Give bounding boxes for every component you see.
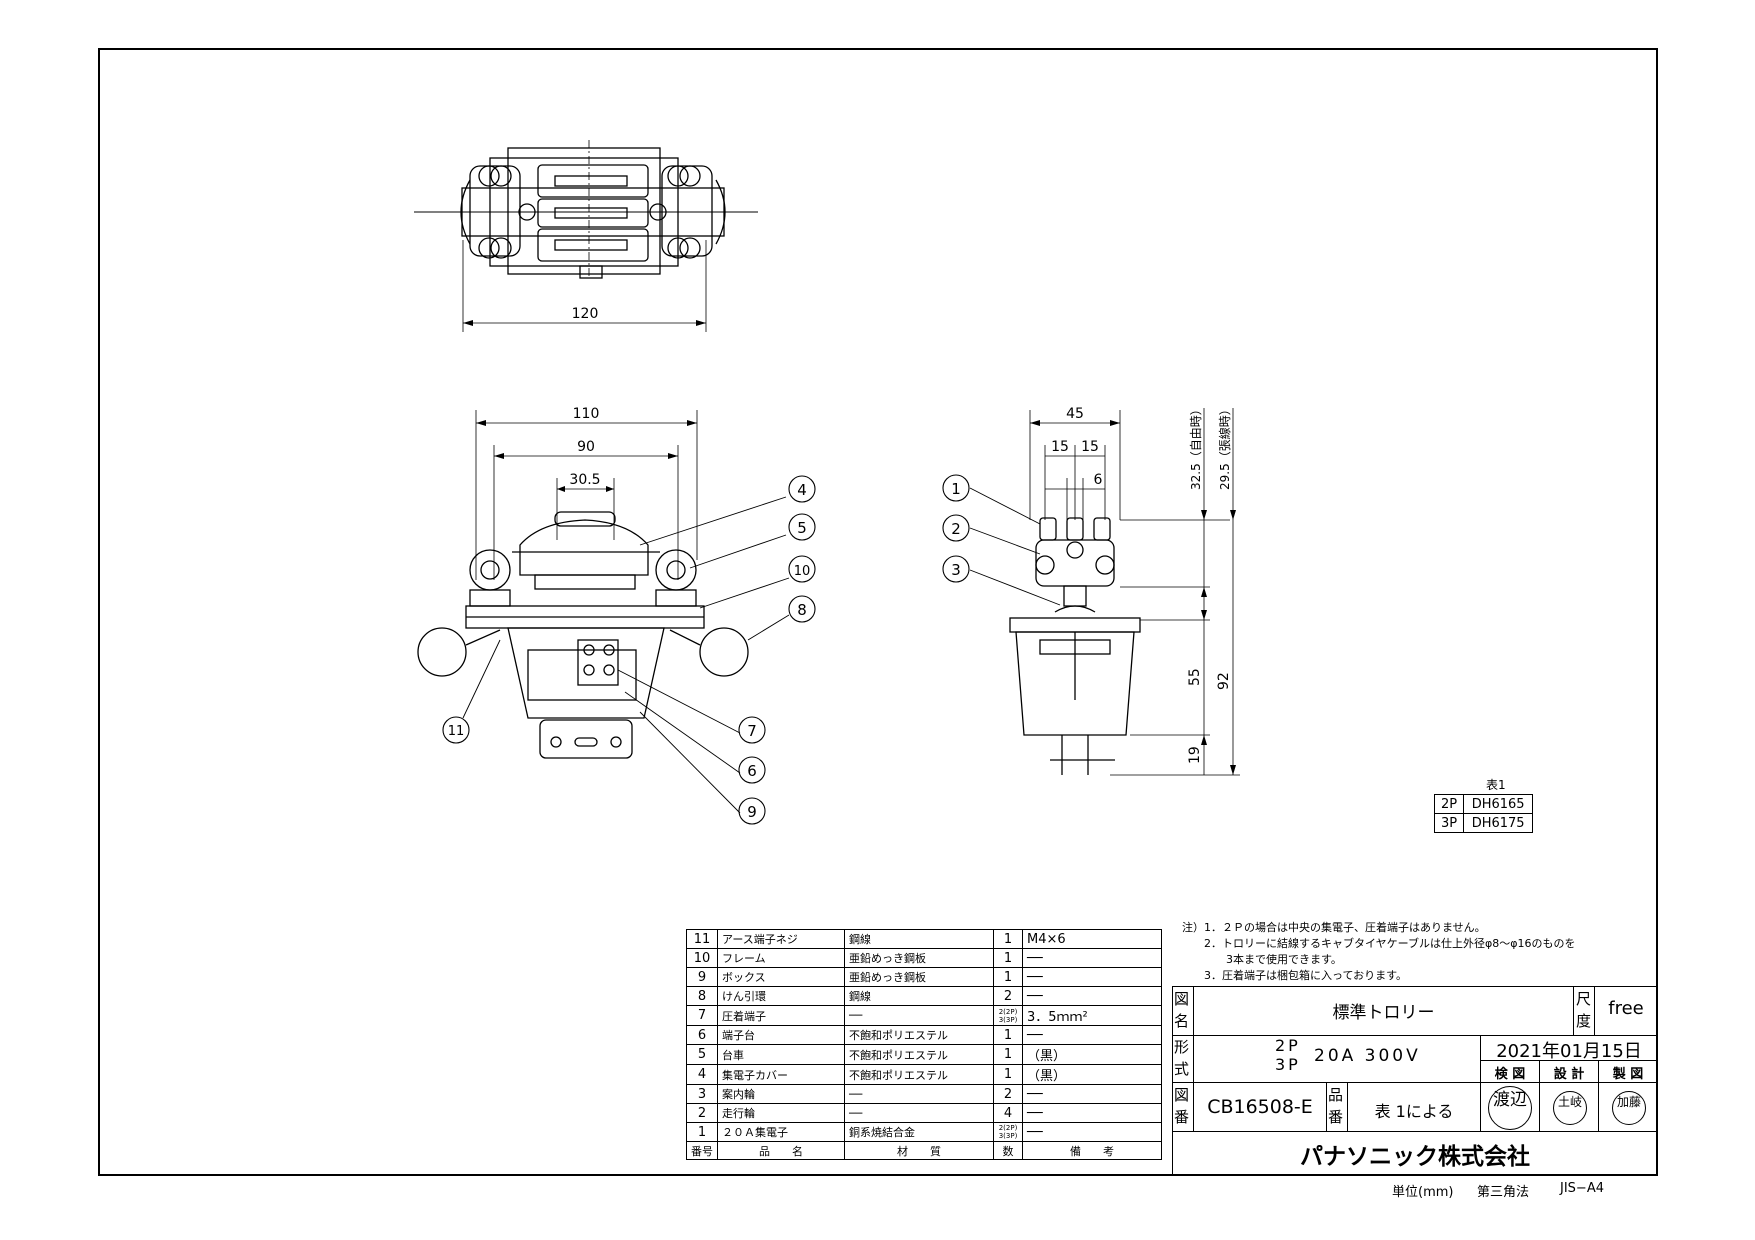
front-view bbox=[417, 410, 749, 759]
dim-front-90: 90 bbox=[577, 439, 595, 455]
footer-projection: 第三角法 bbox=[1477, 1185, 1530, 1200]
stamp-toki: 土岐 bbox=[1553, 1091, 1587, 1125]
dim-side-15-left: 15 bbox=[1051, 439, 1069, 455]
role-check: 検 図 bbox=[1494, 1067, 1526, 1082]
note-line: 2．トロリーに結線するキャブタイヤケーブルは仕上外径φ8～φ16のものを bbox=[1182, 937, 1576, 950]
dim-front-30-5: 30.5 bbox=[569, 472, 600, 488]
type-rating: 20A 300V bbox=[1314, 1046, 1421, 1066]
company-name: パナソニック株式会社 bbox=[1300, 1144, 1530, 1170]
top-view bbox=[414, 140, 758, 332]
svg-text:7: 7 bbox=[747, 722, 757, 740]
label-zuban: 図番 bbox=[1174, 1086, 1190, 1126]
type-2p: 2P bbox=[1275, 1036, 1301, 1055]
scale-value: free bbox=[1608, 998, 1644, 1019]
callout-2: 2 bbox=[942, 514, 970, 542]
callout-10: 10 bbox=[788, 555, 816, 583]
svg-text:2: 2 bbox=[951, 520, 961, 538]
footer-unit: 単位(mm) bbox=[1392, 1185, 1454, 1200]
notes: 注）1．２Ｐの場合は中央の集電子、圧着端子はありません。 2．トロリーに結線する… bbox=[1182, 920, 1576, 984]
stamp-kato: 加藤 bbox=[1612, 1091, 1646, 1125]
footer-paper: JIS−A4 bbox=[1560, 1181, 1604, 1196]
svg-text:6: 6 bbox=[747, 762, 757, 780]
table-header: 番号品 名材 質数備 考 bbox=[686, 1141, 1162, 1160]
dim-side-32-5: 32.5（自由時） bbox=[1189, 403, 1203, 490]
callout-1: 1 bbox=[942, 474, 970, 502]
dim-side-15-right: 15 bbox=[1081, 439, 1099, 455]
drawing-frame bbox=[98, 48, 1658, 1176]
callout-8: 8 bbox=[788, 595, 816, 623]
svg-text:8: 8 bbox=[797, 601, 807, 619]
callout-7: 7 bbox=[738, 716, 766, 744]
callout-4: 4 bbox=[788, 475, 816, 503]
dim-side-19: 19 bbox=[1187, 746, 1203, 764]
callout-9: 9 bbox=[738, 797, 766, 825]
product-number: 表 1による bbox=[1374, 1102, 1454, 1121]
stamp-watanabe: 渡辺 bbox=[1488, 1086, 1532, 1130]
callout-11: 11 bbox=[442, 716, 470, 744]
label-keishiki: 形式 bbox=[1174, 1038, 1190, 1078]
svg-text:11: 11 bbox=[448, 724, 465, 739]
dimension-labels: 120 110 90 30.5 45 15 15 6 32.5（自由時） 29.… bbox=[569, 306, 1232, 764]
drawing-name: 標準トロリー bbox=[1332, 1003, 1435, 1023]
side-view bbox=[1009, 408, 1240, 776]
callouts: 4 5 10 8 7 6 9 11 1 2 3 bbox=[442, 474, 970, 825]
svg-text:3: 3 bbox=[951, 561, 961, 579]
role-design: 設 計 bbox=[1553, 1067, 1585, 1082]
callout-6: 6 bbox=[738, 756, 766, 784]
svg-text:4: 4 bbox=[797, 481, 807, 499]
label-zumei: 図名 bbox=[1174, 990, 1190, 1030]
svg-text:9: 9 bbox=[747, 803, 757, 821]
note-line: 注）1．２Ｐの場合は中央の集電子、圧着端子はありません。 bbox=[1182, 921, 1486, 934]
note-line: 3本まで使用できます。 bbox=[1182, 953, 1342, 966]
dim-side-29-5: 29.5（張線時） bbox=[1217, 403, 1232, 490]
type-3p: 3P bbox=[1275, 1055, 1301, 1074]
svg-text:10: 10 bbox=[794, 564, 811, 579]
dim-side-6: 6 bbox=[1094, 472, 1103, 488]
table1-title: 表1 bbox=[1486, 778, 1506, 792]
svg-text:5: 5 bbox=[797, 519, 807, 537]
callout-3: 3 bbox=[942, 555, 970, 583]
svg-text:1: 1 bbox=[951, 480, 961, 498]
callout-5: 5 bbox=[788, 513, 816, 541]
label-scale: 尺度 bbox=[1576, 990, 1592, 1030]
note-line: 3．圧着端子は梱包箱に入っております。 bbox=[1182, 969, 1408, 982]
dim-top-120: 120 bbox=[572, 306, 599, 322]
label-hinban: 品番 bbox=[1328, 1086, 1344, 1126]
drawing-date: 2021年01月15日 bbox=[1496, 1041, 1642, 1062]
dim-side-92: 92 bbox=[1216, 672, 1232, 690]
drawing-number: CB16508-E bbox=[1207, 1096, 1313, 1118]
dim-side-55: 55 bbox=[1187, 668, 1203, 686]
dim-front-110: 110 bbox=[573, 406, 600, 422]
dim-side-45: 45 bbox=[1066, 406, 1084, 422]
role-draft: 製 図 bbox=[1612, 1067, 1644, 1082]
